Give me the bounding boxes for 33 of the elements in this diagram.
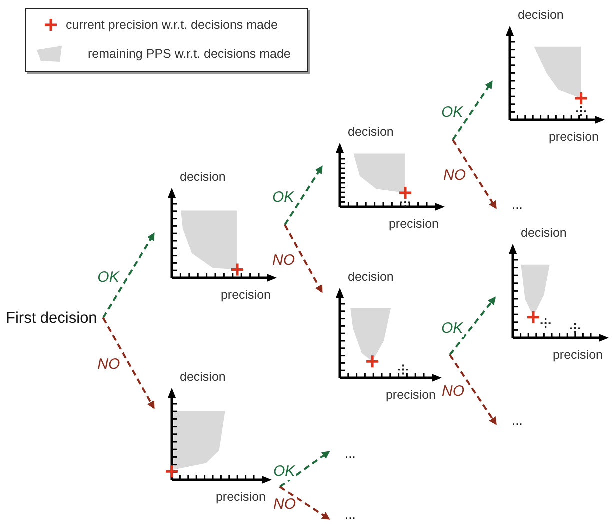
continuation-label: ... [345, 446, 356, 461]
axis-label: decision [348, 270, 394, 284]
arrow [449, 296, 496, 356]
axis-label: decision [521, 226, 567, 240]
arrow [452, 80, 493, 141]
continuation-label: ... [512, 413, 523, 428]
axis-label: decision [180, 170, 226, 184]
legend-label: current precision w.r.t. decisions made [66, 18, 278, 32]
axis-label: precision [552, 348, 603, 362]
continuation-label: ... [512, 197, 523, 212]
axis-label: decision [180, 370, 226, 384]
arrow [449, 354, 497, 426]
start-label: First decision [6, 310, 98, 327]
axis-label: decision [518, 8, 564, 22]
axis-label: precision [216, 490, 266, 504]
axis-label: precision [220, 288, 271, 302]
arrow [102, 318, 155, 410]
arrow [452, 139, 497, 210]
arrow [284, 166, 323, 226]
arrow [284, 224, 323, 294]
axis-label: decision [348, 125, 394, 139]
continuation-label: ... [345, 507, 356, 522]
legend-label: remaining PPS w.r.t. decisions made [88, 47, 291, 61]
edge-label: NO [272, 252, 296, 268]
arrow [102, 232, 155, 319]
arrow [279, 486, 330, 520]
edge-label: OK [440, 320, 464, 336]
axis-label: precision [388, 217, 439, 231]
edge-label: OK [272, 464, 296, 480]
arrow [279, 451, 330, 488]
axis-label: precision [548, 130, 599, 144]
axis-label: precision [386, 388, 436, 402]
edge-label: NO [441, 384, 466, 400]
